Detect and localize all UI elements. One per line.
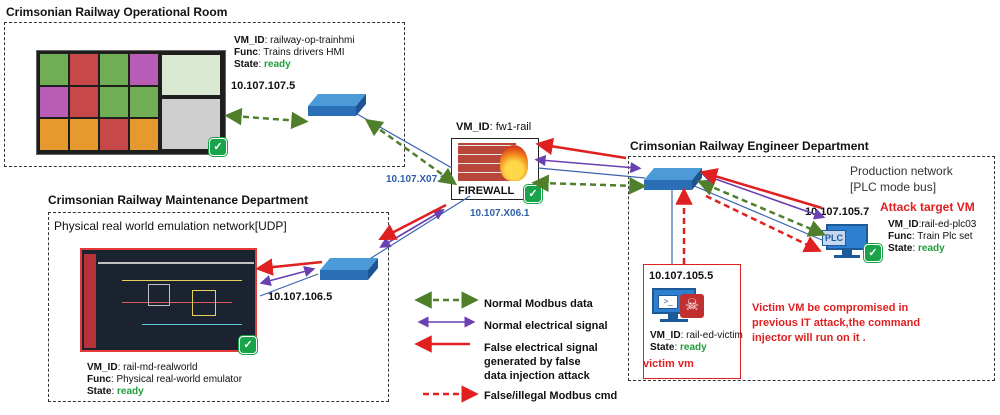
maintenance-zone (48, 212, 389, 402)
plc-func-label: Func (888, 231, 912, 242)
attack-target-label: Attack target VM (880, 200, 975, 214)
plc-state-label: State (888, 243, 913, 254)
engineer-title: Crimsonian Railway Engineer Department (630, 139, 869, 153)
firewall-label: FIREWALL (458, 185, 515, 197)
emulator-vm-label: VM_ID (87, 362, 118, 373)
emulator-func-label: Func (87, 374, 111, 385)
elec-fw-maint (379, 209, 445, 248)
plc-vm-monitor-icon: PLC (822, 222, 872, 260)
plc-ip: 10.107.105.7 (805, 206, 870, 218)
victim-state: ready (680, 342, 707, 353)
operational-room-zone (4, 22, 405, 167)
attack-fw-to-maint (378, 203, 447, 241)
plc-badge: PLC (822, 230, 846, 246)
skull-icon: ☠ (680, 294, 704, 318)
maintenance-subtitle: Physical real world emulation network[UD… (54, 219, 287, 233)
firewall-vm-id: fw1-rail (495, 121, 532, 133)
plc-vm-label: VM_ID (888, 219, 919, 230)
op-switch-ip: 10.107.107.5 (231, 80, 296, 92)
hmi-state: ready (264, 59, 291, 70)
emulator-state: ready (117, 386, 144, 397)
plc-func: Train Plc set (917, 231, 973, 242)
hmi-ready-check-icon: ✓ (209, 138, 227, 156)
hmi-vm-label: VM_ID (234, 35, 265, 46)
victim-state-label: State (650, 342, 675, 353)
maintenance-title: Crimsonian Railway Maintenance Departmen… (48, 193, 309, 207)
legend-item-false-signal: False electrical signal generated by fal… (484, 342, 598, 382)
realworld-emulator-screenshot (80, 248, 257, 352)
victim-vm-label: VM_ID (650, 330, 681, 341)
hmi-vm-info: VM_ID: railway-op-trainhmi Func: Trains … (234, 35, 355, 70)
firewall-vm-label: VM_ID (456, 121, 490, 133)
legend-item-illegal-cmd: False/illegal Modbus cmd (484, 390, 618, 402)
plc-ready-check-icon: ✓ (864, 244, 882, 262)
emulator-state-label: State (87, 386, 112, 397)
engineer-zone (628, 156, 995, 381)
train-hmi-screenshot (36, 50, 226, 155)
hmi-vm-id: railway-op-trainhmi (270, 35, 355, 46)
production-network-label: Production network (850, 164, 953, 178)
plc-vm-info: VM_ID:rail-ed-plc03 Func: Train Plc set … (888, 219, 977, 254)
victim-tag: victim vm (643, 358, 694, 370)
victim-vm-info: VM_ID: rail-ed-victim State: ready (650, 330, 743, 353)
plc-mode-bus-label: [PLC mode bus] (850, 180, 937, 194)
hmi-state-label: State (234, 59, 259, 70)
victim-note: Victim VM be compromised in previous IT … (752, 302, 921, 344)
plc-vm-id: rail-ed-plc03 (921, 219, 977, 230)
legend-item-modbus: Normal Modbus data (484, 298, 593, 310)
firewall-vm-info: VM_ID: fw1-rail (456, 121, 532, 133)
firewall-ip-x07: 10.107.X07.1 (386, 174, 446, 185)
hmi-func: Trains drivers HMI (263, 47, 345, 58)
emulator-vm-id: rail-md-realworld (123, 362, 198, 373)
victim-vm-box (643, 264, 741, 379)
legend-item-electrical: Normal electrical signal (484, 320, 608, 332)
victim-vm-id: rail-ed-victim (686, 330, 743, 341)
emulator-vm-info: VM_ID: rail-md-realworld Func: Physical … (87, 362, 243, 397)
victim-ip: 10.107.105.5 (649, 270, 714, 282)
emulator-func: Physical real-world emulator (116, 374, 243, 385)
modbus-fw-eng (531, 174, 647, 195)
plc-state: ready (918, 243, 945, 254)
hmi-func-label: Func (234, 47, 258, 58)
elec-fw-eng (534, 154, 642, 174)
maint-switch-ip: 10.107.106.5 (268, 291, 333, 303)
emulator-ready-check-icon: ✓ (239, 336, 257, 354)
operational-room-title: Crimsonian Railway Operational Room (6, 5, 228, 19)
firewall-ready-check-icon: ✓ (524, 185, 542, 203)
attack-eng-to-fw (535, 137, 627, 160)
firewall-ip-x06: 10.107.X06.1 (470, 208, 530, 219)
